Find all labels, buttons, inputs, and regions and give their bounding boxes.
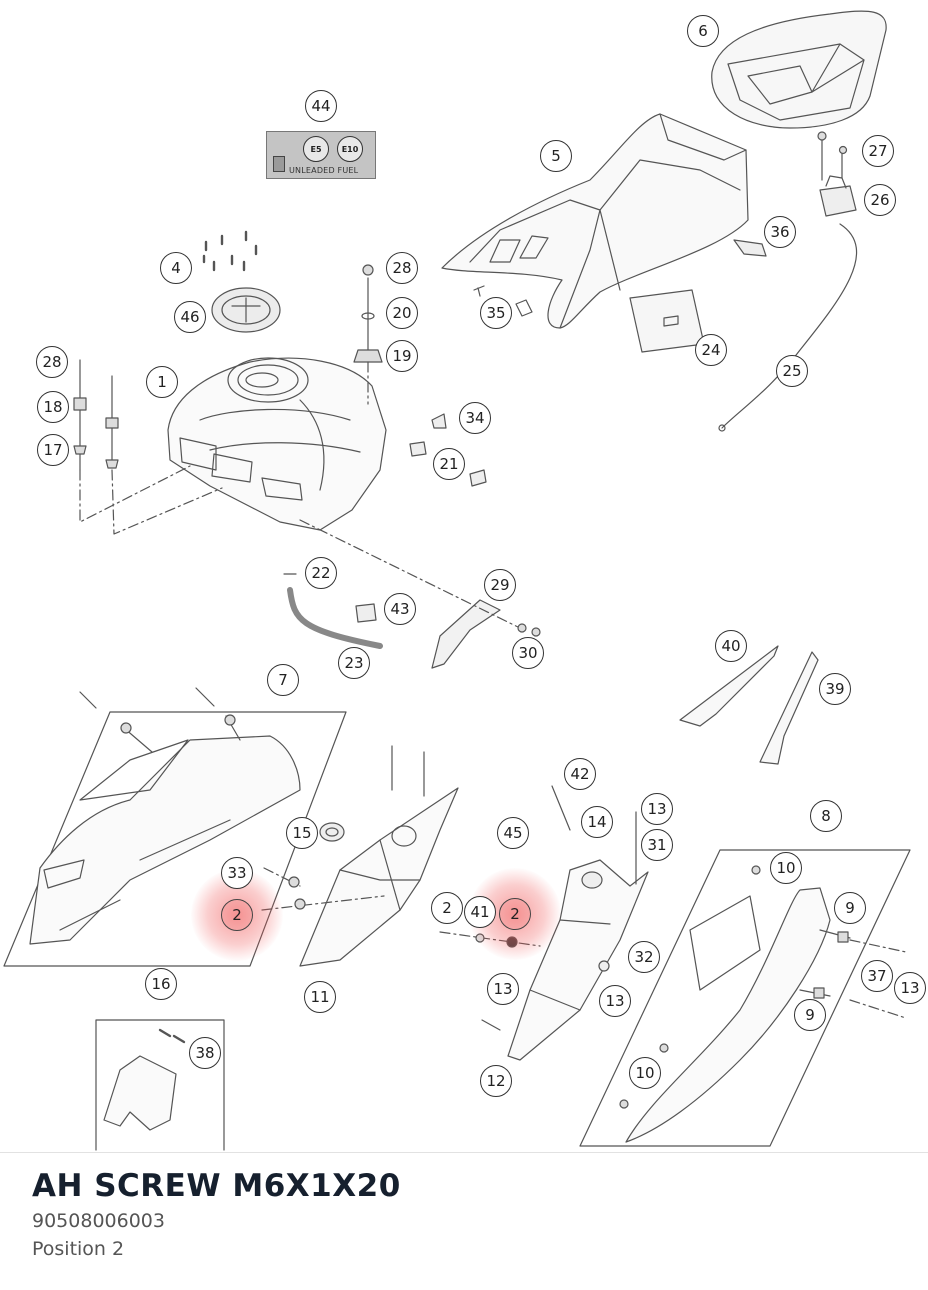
part-number: 90508006003 — [32, 1210, 165, 1232]
callout-16[interactable]: 16 — [145, 968, 177, 1000]
callout-38[interactable]: 38 — [189, 1037, 221, 1069]
callout-22[interactable]: 22 — [305, 557, 337, 589]
callout-2-mid[interactable]: 2 — [431, 892, 463, 924]
callout-26[interactable]: 26 — [864, 184, 896, 216]
callout-8[interactable]: 8 — [810, 800, 842, 832]
callout-28-left[interactable]: 28 — [36, 346, 68, 378]
callout-36[interactable]: 36 — [764, 216, 796, 248]
callout-21[interactable]: 21 — [433, 448, 465, 480]
fuel-label-sticker: E5 E10 UNLEADED FUEL — [266, 131, 376, 179]
part-title: AH SCREW M6X1X20 — [32, 1168, 401, 1204]
callout-2-left[interactable]: 2 — [221, 899, 253, 931]
callout-13-left[interactable]: 13 — [487, 973, 519, 1005]
fuel-cap-drawing — [202, 230, 281, 333]
trim-40-drawing — [679, 645, 779, 727]
callout-13-right[interactable]: 13 — [894, 972, 926, 1004]
callout-25[interactable]: 25 — [776, 355, 808, 387]
clip-36-drawing — [733, 239, 767, 257]
callout-12[interactable]: 12 — [480, 1065, 512, 1097]
hose-and-bracket-drawing — [283, 519, 541, 669]
e5-badge: E5 — [303, 136, 329, 162]
callout-18[interactable]: 18 — [37, 391, 69, 423]
fuel-label-text: UNLEADED FUEL — [289, 166, 359, 175]
callout-44[interactable]: 44 — [305, 90, 337, 122]
callout-43[interactable]: 43 — [384, 593, 416, 625]
callout-9-lower[interactable]: 9 — [794, 999, 826, 1031]
callout-2-right[interactable]: 2 — [499, 898, 531, 930]
fuel-tank-drawing — [167, 357, 387, 531]
callout-34[interactable]: 34 — [459, 402, 491, 434]
callout-5[interactable]: 5 — [540, 140, 572, 172]
fuel-pump-icon — [273, 156, 285, 172]
part-position: Position 2 — [32, 1238, 125, 1260]
tank-fasteners-right-drawing — [353, 264, 383, 405]
tank-fasteners-left-drawing — [73, 359, 223, 535]
passenger-seat-drawing — [711, 10, 887, 129]
callout-35[interactable]: 35 — [480, 297, 512, 329]
callout-30[interactable]: 30 — [512, 637, 544, 669]
callout-13-mid[interactable]: 13 — [599, 985, 631, 1017]
callout-13-top[interactable]: 13 — [641, 793, 673, 825]
callout-42[interactable]: 42 — [564, 758, 596, 790]
trim-39-drawing — [759, 651, 819, 765]
callout-46[interactable]: 46 — [174, 301, 206, 333]
callout-39[interactable]: 39 — [819, 673, 851, 705]
side-panel-left-drawing — [3, 687, 347, 967]
seat-lock-drawing — [718, 131, 858, 432]
callout-31[interactable]: 31 — [641, 829, 673, 861]
callout-20[interactable]: 20 — [386, 297, 418, 329]
callout-45[interactable]: 45 — [497, 817, 529, 849]
callout-15[interactable]: 15 — [286, 817, 318, 849]
callout-4[interactable]: 4 — [160, 252, 192, 284]
seat-fasteners-drawing — [473, 285, 533, 317]
callout-17[interactable]: 17 — [37, 434, 69, 466]
callout-27[interactable]: 27 — [862, 135, 894, 167]
side-panel-right-drawing — [579, 849, 911, 1147]
callout-37[interactable]: 37 — [861, 960, 893, 992]
callout-41[interactable]: 41 — [464, 896, 496, 928]
detail-box-16-drawing — [95, 1019, 225, 1151]
callout-19[interactable]: 19 — [386, 340, 418, 372]
tool-bag-24-drawing — [629, 289, 705, 353]
parts-linework — [3, 10, 911, 1151]
callout-1[interactable]: 1 — [146, 366, 178, 398]
callout-9-upper[interactable]: 9 — [834, 892, 866, 924]
callout-11[interactable]: 11 — [304, 981, 336, 1013]
callout-6[interactable]: 6 — [687, 15, 719, 47]
callout-10-lower[interactable]: 10 — [629, 1057, 661, 1089]
callout-28-right[interactable]: 28 — [386, 252, 418, 284]
divider — [0, 1152, 928, 1153]
callout-23[interactable]: 23 — [338, 647, 370, 679]
center-bracket-drawing — [261, 745, 459, 967]
callout-14[interactable]: 14 — [581, 806, 613, 838]
e10-badge: E10 — [337, 136, 363, 162]
callout-10-upper[interactable]: 10 — [770, 852, 802, 884]
rider-seat-drawing — [441, 113, 749, 329]
callout-33[interactable]: 33 — [221, 857, 253, 889]
callout-7[interactable]: 7 — [267, 664, 299, 696]
callout-40[interactable]: 40 — [715, 630, 747, 662]
callout-24[interactable]: 24 — [695, 334, 727, 366]
clip-34-drawing — [431, 413, 447, 429]
callout-29[interactable]: 29 — [484, 569, 516, 601]
callout-32[interactable]: 32 — [628, 941, 660, 973]
